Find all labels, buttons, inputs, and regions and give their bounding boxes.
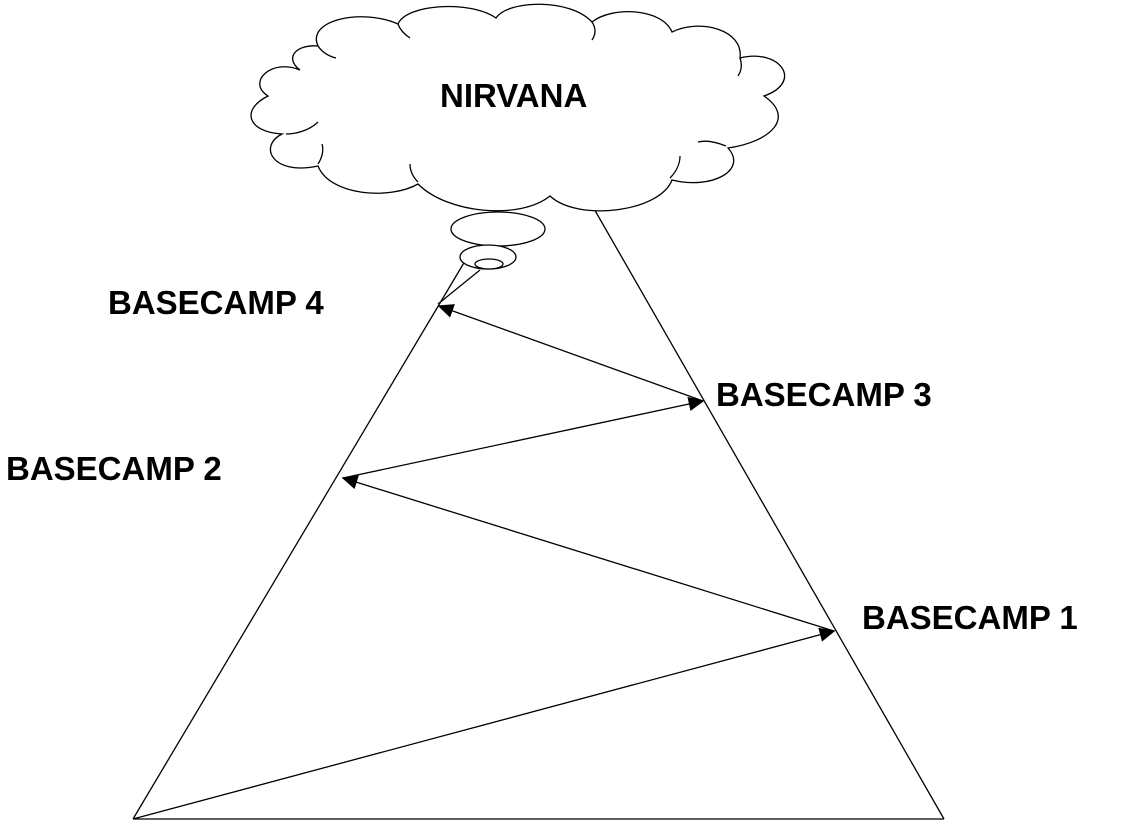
mountain-left-slope	[132, 260, 466, 820]
ascent-path	[132, 304, 836, 820]
path-base-to-camp1	[132, 627, 836, 820]
basecamp-3-label: BASECAMP 3	[716, 376, 932, 413]
mountain-right-slope	[592, 206, 945, 820]
path-camp2-to-camp3	[342, 396, 705, 479]
basecamp-4-label: BASECAMP 4	[108, 284, 324, 321]
nirvana-cloud	[250, 3, 786, 212]
thought-bubble-large	[450, 211, 546, 247]
basecamp-2-label: BASECAMP 2	[6, 450, 222, 487]
thought-bubbles	[450, 211, 546, 270]
summit-label: NIRVANA	[440, 77, 588, 114]
path-camp3-to-camp4	[437, 304, 704, 402]
mountain-outline	[132, 206, 945, 820]
path-camp1-to-camp2	[341, 475, 835, 632]
bubble-connector	[437, 269, 481, 305]
thought-bubble-small	[474, 258, 504, 270]
basecamp-1-label: BASECAMP 1	[862, 599, 1078, 636]
